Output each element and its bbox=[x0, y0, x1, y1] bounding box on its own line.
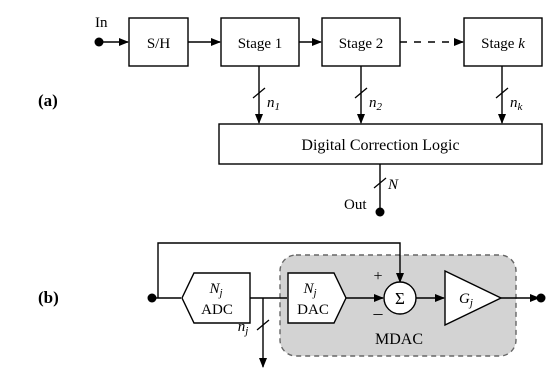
adc-var-n: N bbox=[208, 281, 220, 297]
nk-var: n bbox=[510, 95, 518, 111]
adc-label: ADC bbox=[201, 302, 233, 318]
plus-sign: + bbox=[373, 268, 382, 285]
n2-var: n bbox=[369, 95, 377, 111]
output-label: Out bbox=[344, 197, 367, 213]
n2-sub: 2 bbox=[377, 101, 383, 113]
diagram-b: (b) MDAC Nj ADC nj Nj DAC Σ + – Gj bbox=[38, 242, 546, 368]
correction-block bbox=[218, 123, 543, 165]
adc-var: Nj bbox=[208, 281, 222, 299]
N-label: N bbox=[387, 177, 399, 193]
gain-label: Gj bbox=[459, 291, 473, 309]
adc-block bbox=[181, 272, 251, 324]
b-feedforward-wire bbox=[157, 242, 404, 298]
gain-amplifier bbox=[444, 269, 503, 327]
sum-symbol: Σ bbox=[395, 289, 405, 308]
gain-var: G bbox=[459, 291, 470, 307]
stagek-var: k bbox=[518, 36, 525, 52]
dac-var: Nj bbox=[302, 281, 316, 299]
stage1-label: Stage 1 bbox=[238, 36, 283, 52]
adc-var-sub: j bbox=[217, 287, 222, 299]
n1-sub: 1 bbox=[275, 101, 281, 113]
stage2-label: Stage 2 bbox=[339, 36, 384, 52]
nk-label: nk bbox=[510, 95, 524, 113]
correction-label: Digital Correction Logic bbox=[301, 137, 459, 154]
n1-label: n1 bbox=[267, 95, 280, 113]
n1-var: n bbox=[267, 95, 275, 111]
nj-var: n bbox=[238, 319, 246, 335]
n2-label: n2 bbox=[369, 95, 383, 113]
minus-sign: – bbox=[373, 303, 384, 323]
stage2-bus-slash bbox=[354, 87, 368, 99]
nj-label: nj bbox=[238, 319, 249, 337]
b-output-node bbox=[536, 293, 546, 303]
stagek-block bbox=[463, 17, 543, 67]
output-node bbox=[375, 207, 385, 217]
dac-var-sub: j bbox=[311, 287, 316, 299]
gain-sub: j bbox=[468, 297, 473, 309]
nk-sub: k bbox=[518, 101, 524, 113]
output-bus-slash bbox=[373, 177, 387, 189]
stagek-bus-slash bbox=[495, 87, 509, 99]
mdac-label: MDAC bbox=[375, 331, 423, 348]
panel-a-label: (a) bbox=[38, 91, 58, 110]
sh-label: S/H bbox=[147, 36, 171, 52]
dac-block bbox=[287, 272, 347, 324]
stage1-bus-slash bbox=[252, 87, 266, 99]
input-label: In bbox=[95, 15, 108, 31]
stagek-prefix: Stage bbox=[481, 36, 518, 52]
stage1-block bbox=[220, 17, 300, 67]
nj-bus-slash bbox=[256, 319, 270, 331]
dac-label: DAC bbox=[297, 302, 329, 318]
nj-sub: j bbox=[243, 325, 248, 337]
dac-var-n: N bbox=[302, 281, 314, 297]
diagram-a: (a) In S/H Stage 1 Stage 2 Stage k n1 n2… bbox=[38, 15, 543, 217]
panel-b-label: (b) bbox=[38, 288, 59, 307]
stagek-label: Stage k bbox=[481, 36, 525, 52]
